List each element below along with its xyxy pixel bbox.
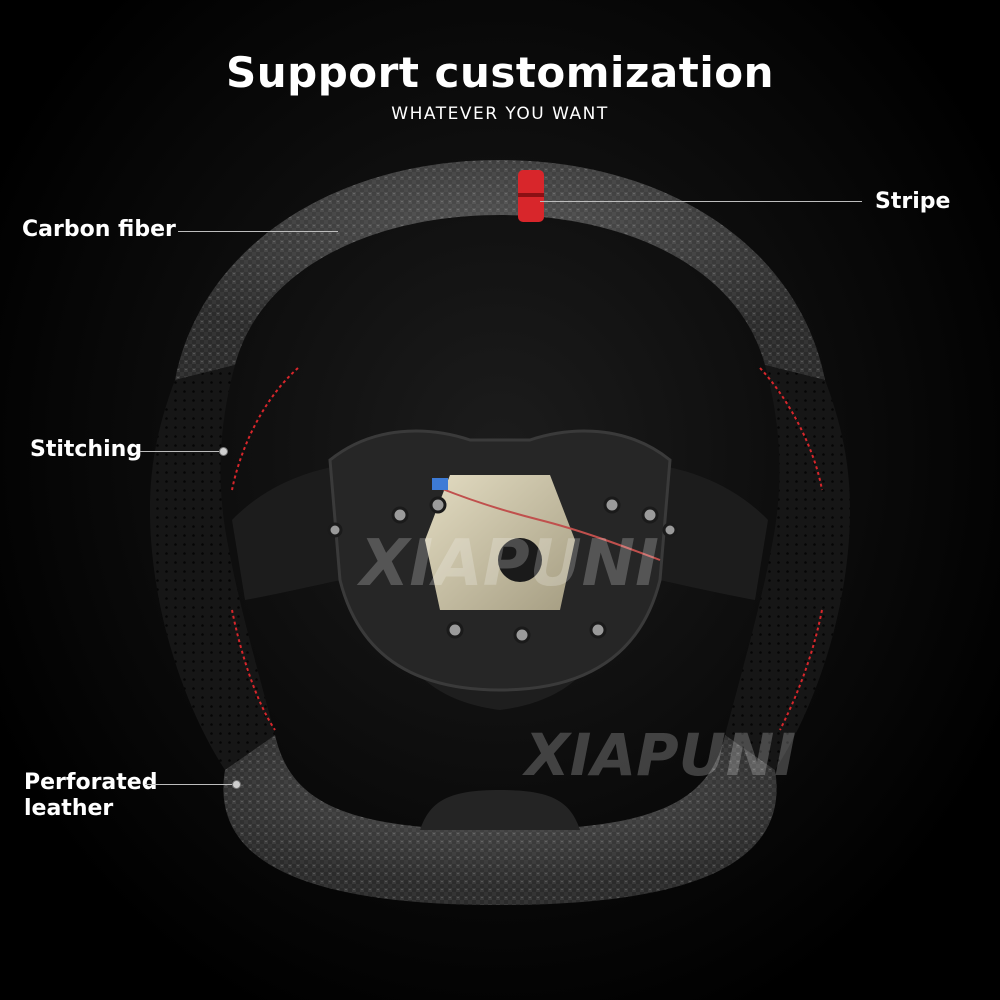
stitching-right-lower	[779, 609, 823, 731]
stitching-left-lower	[231, 609, 276, 731]
wire-connector	[432, 478, 448, 490]
callout-line-stitching	[140, 451, 222, 452]
hub-bolts	[327, 496, 678, 644]
watermark-lower: XIAPUNI	[522, 721, 796, 789]
subheadline: WHATEVER YOU WANT	[391, 104, 609, 124]
hub-wire	[439, 487, 661, 561]
hub-metal-plate	[425, 475, 575, 610]
callout-stitching: Stitching	[30, 437, 143, 462]
callout-perforated-line1: Perforated	[24, 770, 158, 795]
callout-carbon-fiber: Carbon fiber	[22, 217, 176, 242]
bottom-center-cover	[420, 790, 580, 830]
callout-line-carbon-fiber	[178, 231, 338, 232]
rim-leather-left	[150, 365, 275, 770]
dot-icon	[219, 447, 228, 456]
hub-center-hole	[498, 538, 542, 582]
headline: Support customization	[226, 48, 774, 97]
rim-leather-right	[725, 365, 850, 770]
dot-icon	[232, 780, 241, 789]
callout-stripe: Stripe	[875, 189, 951, 214]
callout-line-stripe	[540, 201, 862, 202]
stitching-left	[231, 367, 299, 491]
watermark-center: XIAPUNI	[356, 527, 659, 601]
callout-perforated-line2: leather	[24, 796, 114, 821]
callout-line-perforated	[145, 784, 235, 785]
